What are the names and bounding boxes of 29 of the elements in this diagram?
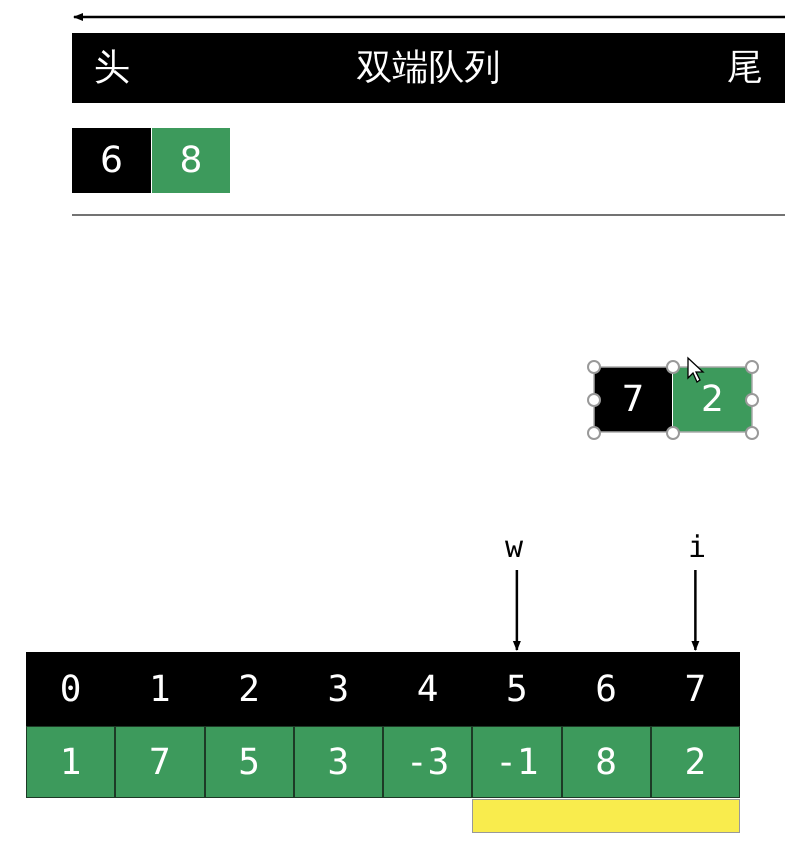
index-cell: 7 <box>650 652 740 726</box>
number-cell: 7 <box>594 367 672 432</box>
pointer-label: w <box>496 530 532 564</box>
number-cell: -3 <box>383 726 472 798</box>
pointer-label: i <box>680 530 714 564</box>
number-cell: 2 <box>650 726 740 798</box>
number-cell: 7 <box>115 726 204 798</box>
index-cell: 3 <box>294 652 383 726</box>
number-cell: 3 <box>294 726 383 798</box>
number-cell: 6 <box>72 128 151 193</box>
number-cell: 2 <box>673 367 752 432</box>
index-cell: 6 <box>562 652 651 726</box>
end-label: 头 <box>94 48 130 88</box>
header-band <box>72 33 785 103</box>
index-cell: 5 <box>472 652 562 726</box>
number-cell: -1 <box>472 726 562 798</box>
index-cell: 1 <box>115 652 204 726</box>
number-cell: 8 <box>152 128 230 193</box>
queue-title: 双端队列 <box>356 48 500 88</box>
number-cell: 1 <box>26 726 116 798</box>
number-cell: 5 <box>204 726 294 798</box>
index-cell: 2 <box>204 652 294 726</box>
index-cell: 4 <box>383 652 472 726</box>
number-cell: 8 <box>562 726 651 798</box>
index-cell: 0 <box>26 652 116 726</box>
end-label: 尾 <box>727 48 763 88</box>
pointer-arrow <box>691 570 700 651</box>
highlight-bar <box>472 799 740 833</box>
pointer-arrow <box>512 570 521 651</box>
